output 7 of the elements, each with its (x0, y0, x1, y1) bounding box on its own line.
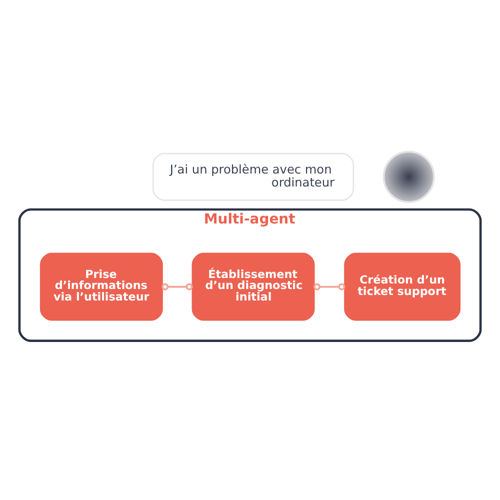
connector (313, 283, 346, 290)
node-box: J’ai un problème avec mon ordinateur (152, 152, 354, 201)
node-box: Établissement d’un diagnostic initial (192, 252, 315, 321)
node-box: Prise d’informations via l’utilisateur (40, 252, 163, 321)
node-box: Création d’un ticket support (344, 252, 461, 321)
node-person (382, 150, 435, 203)
connector (162, 283, 193, 290)
